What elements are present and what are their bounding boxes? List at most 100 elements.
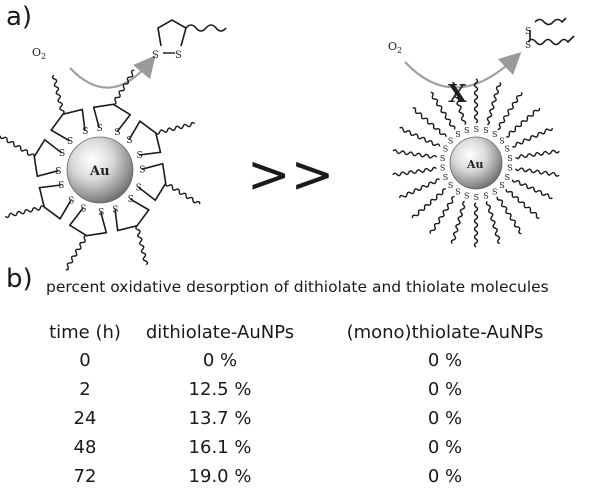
cell-monothiolate: 0 % xyxy=(427,466,463,487)
ligand-chain xyxy=(0,135,35,157)
ligand-chain xyxy=(392,149,438,159)
ligand-chain xyxy=(514,167,560,177)
sulfur-label: S xyxy=(443,145,448,154)
sulfur-label: S xyxy=(507,164,512,173)
column-header-monothiolate: (mono)thiolate-AuNPs xyxy=(346,321,544,343)
ligand-chain xyxy=(496,196,522,235)
ligand-chain xyxy=(473,202,479,248)
sulfur-label: S xyxy=(464,191,469,200)
ligand-chain xyxy=(430,91,456,130)
sulfur-label: S xyxy=(136,183,142,193)
cell-monothiolate: 0 % xyxy=(427,437,463,458)
sulfur-label: S xyxy=(448,137,453,146)
sulfur-label: S xyxy=(58,181,64,191)
cell-dithiolate: 12.5 % xyxy=(188,379,252,400)
gold-core-left xyxy=(66,136,134,204)
ligand-chain xyxy=(505,189,540,219)
table-row: 24 13.7 % 0 % xyxy=(40,404,580,433)
cell-dithiolate: 16.1 % xyxy=(188,437,252,458)
sulfur-label: S xyxy=(505,173,510,182)
sulfur-label: S xyxy=(440,154,445,163)
oxidation-arrow-left xyxy=(69,55,156,89)
sulfur-label: S xyxy=(175,50,182,61)
desorption-table: time (h) dithiolate-AuNPs (mono)thiolate… xyxy=(40,318,580,491)
sulfur-label: S xyxy=(455,130,460,139)
sulfur-label: S xyxy=(492,187,497,196)
ligand-chain xyxy=(412,107,447,137)
ligand-chain xyxy=(165,183,201,205)
sulfur-label: S xyxy=(55,167,61,177)
sulfur-label: S xyxy=(505,145,510,154)
table-header-row: time (h) dithiolate-AuNPs (mono)thiolate… xyxy=(40,318,580,346)
oxygen-label-right: O2 xyxy=(388,40,402,55)
sulfur-label: S xyxy=(474,125,479,134)
sulfur-label: S xyxy=(128,195,134,205)
ligand-chain xyxy=(38,184,72,220)
cell-monothiolate: 0 % xyxy=(427,350,463,371)
gold-label: Au xyxy=(89,164,110,179)
ligand-chain xyxy=(485,200,501,245)
released-disulfide xyxy=(527,17,575,46)
ligand-chain xyxy=(473,78,479,124)
ligand-chain xyxy=(65,235,87,271)
cell-time: 72 xyxy=(73,466,97,487)
sulfur-label: S xyxy=(525,41,531,51)
ligand-chain xyxy=(497,92,523,130)
sulfur-label: S xyxy=(137,151,143,161)
table-row: 72 19.0 % 0 % xyxy=(40,462,580,491)
cell-monothiolate: 0 % xyxy=(427,408,463,429)
sulfur-label: S xyxy=(507,154,512,163)
ligand-chain xyxy=(398,178,440,199)
gold-core-right xyxy=(449,136,503,190)
table-row: 48 16.1 % 0 % xyxy=(40,433,580,462)
ligand-chain xyxy=(429,196,455,234)
sulfur-label: S xyxy=(483,191,488,200)
cell-time: 2 xyxy=(79,379,91,400)
ligand-chain xyxy=(451,81,467,126)
sulfur-label: S xyxy=(68,196,74,206)
sulfur-label: S xyxy=(474,193,479,202)
ligand-chain xyxy=(450,200,466,245)
cell-time: 24 xyxy=(73,408,97,429)
sulfur-label: S xyxy=(114,128,120,138)
ligand-chain xyxy=(515,149,560,160)
sulfur-label: S xyxy=(492,130,497,139)
sulfur-label: S xyxy=(499,181,504,190)
table-row: 0 0 % 0 % xyxy=(40,346,580,375)
sulfur-label: S xyxy=(440,164,445,173)
cell-dithiolate: 19.0 % xyxy=(188,466,252,487)
sulfur-label: S xyxy=(126,136,132,146)
table-row: 2 12.5 % 0 % xyxy=(40,375,580,404)
ligand-chain xyxy=(155,121,196,135)
greater-than-symbol: >> xyxy=(247,145,334,205)
sulfur-label: S xyxy=(112,205,118,215)
sulfur-label: S xyxy=(98,208,104,218)
sulfur-label: S xyxy=(59,149,65,159)
sulfur-label: S xyxy=(139,165,145,175)
gold-label: Au xyxy=(466,158,484,171)
ligand-chain xyxy=(135,225,149,266)
cell-dithiolate: 13.7 % xyxy=(188,408,252,429)
sulfur-label: S xyxy=(455,187,460,196)
cell-monothiolate: 0 % xyxy=(427,379,463,400)
ligand-chain xyxy=(512,127,554,148)
cell-dithiolate: 0 % xyxy=(202,350,238,371)
sulfur-label: S xyxy=(448,181,453,190)
sulfur-label: S xyxy=(525,27,531,37)
ligand-chain xyxy=(511,179,553,200)
sulfur-label: S xyxy=(443,173,448,182)
column-header-time: time (h) xyxy=(49,321,121,343)
sulfur-label: S xyxy=(499,137,504,146)
cell-time: 0 xyxy=(79,350,91,371)
sulfur-label: S xyxy=(483,126,488,135)
sulfur-label: S xyxy=(97,124,103,134)
ligand-chain xyxy=(486,81,502,126)
sulfur-label: S xyxy=(464,126,469,135)
panel-a-label: a) xyxy=(6,2,33,32)
ligand-chain xyxy=(506,107,541,138)
column-header-dithiolate: dithiolate-AuNPs xyxy=(145,321,295,343)
